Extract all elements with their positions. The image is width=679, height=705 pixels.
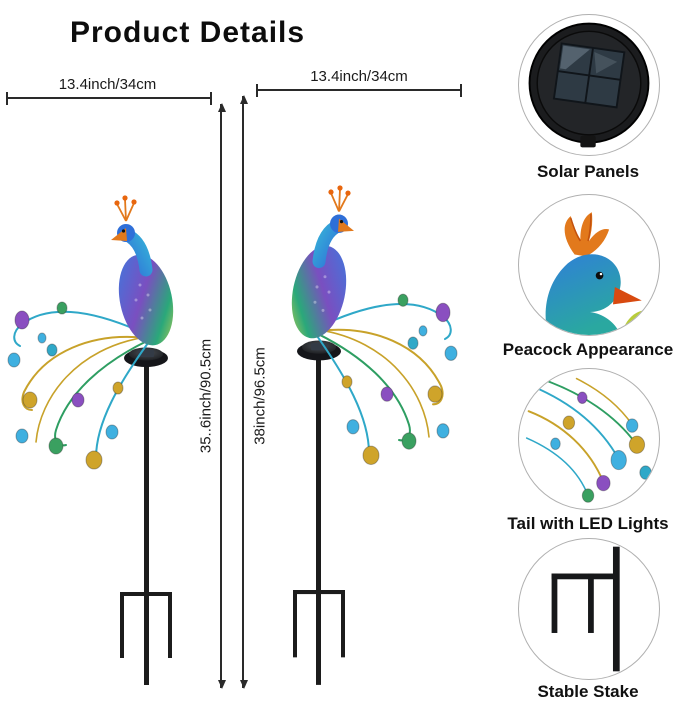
peacock-body: [111, 195, 174, 346]
peacock-light-left-illustration: [7, 195, 174, 685]
feature-label-solar-panels: Solar Panels: [536, 162, 640, 181]
feature-label-tail-led-lights: Tail with LED Lights: [507, 514, 669, 533]
stake-icon: [551, 546, 620, 672]
page-title: Product Details: [70, 16, 306, 49]
tail-gems: [7, 301, 124, 470]
ground-stake: [120, 352, 172, 685]
left-width-dimension-line: [6, 92, 212, 105]
right-width-dimension-line: [256, 84, 462, 97]
head-crest: [114, 195, 137, 222]
left-height-dimension-line: [218, 103, 226, 689]
right-height-dimension-line: [240, 95, 248, 689]
feature-label-peacock-appearance: Peacock Appearance: [502, 340, 674, 359]
tail-lights-icon: [525, 377, 652, 503]
feature-label-stable-stake: Stable Stake: [537, 682, 639, 701]
tail-branches: [13, 310, 149, 459]
peacock-head-icon: [545, 212, 648, 335]
left-width-label: 13.4inch/34cm: [58, 76, 157, 93]
feature-circle-solar-panels: [518, 14, 660, 156]
solar-panel-icon: [528, 22, 650, 148]
feature-circle-peacock-appearance: [518, 194, 660, 336]
feature-circle-tail-led-lights: [518, 368, 660, 510]
crest: [564, 212, 610, 257]
feature-circle-stable-stake: [518, 538, 660, 680]
right-width-label: 13.4inch/34cm: [310, 68, 408, 85]
peacock-light-right-illustration: [250, 88, 465, 690]
